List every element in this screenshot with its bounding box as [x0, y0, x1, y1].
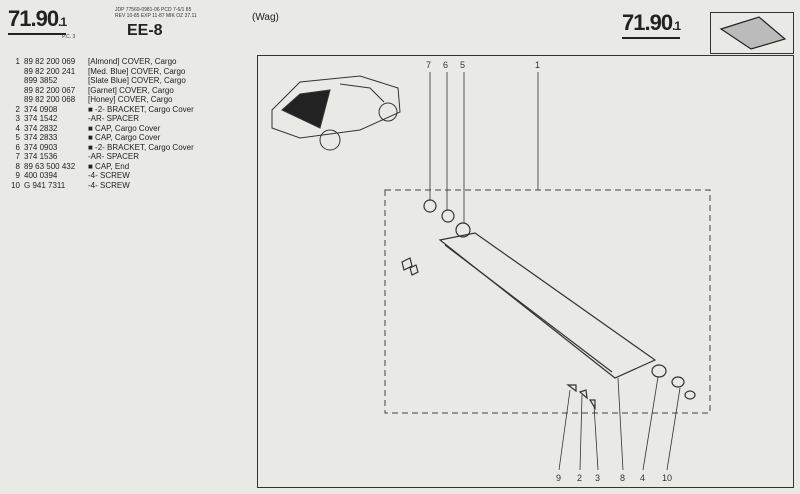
- vehicle-illustration: [271, 75, 401, 151]
- part-description: [Slate Blue] COVER, Cargo: [88, 76, 186, 85]
- right-page-number-text: 71.90: [622, 10, 673, 35]
- parts-row: 8 89 63 500 432 ■ CAP, End: [6, 162, 194, 172]
- part-number: 89 82 200 068: [24, 95, 76, 104]
- item-number: 4: [15, 123, 20, 133]
- part-number: 89 82 200 069: [24, 57, 76, 66]
- parts-row: 89 82 200 241 [Med. Blue] COVER, Cargo: [6, 67, 194, 77]
- part-number: 374 2832: [24, 123, 58, 133]
- part-number: 89 82 200 241: [24, 66, 76, 76]
- item-number: 9: [15, 171, 20, 180]
- parts-row: 89 82 200 068 [Honey] COVER, Cargo: [6, 95, 194, 105]
- parts-row: 9 400 0394 -4- SCREW: [6, 171, 194, 181]
- callout-10: 10: [662, 473, 673, 483]
- part-description: ■ -2- BRACKET, Cargo Cover: [88, 142, 194, 152]
- callout-5: 5: [460, 60, 466, 70]
- page-sub: P.C. 3: [62, 34, 76, 40]
- callout-2: 2: [577, 473, 583, 483]
- item-number: 7: [15, 152, 20, 161]
- parts-row: 1 89 82 200 069 [Almond] COVER, Cargo: [6, 57, 194, 67]
- page-number: 71.90.1: [8, 6, 67, 35]
- callout-7: 7: [426, 60, 432, 70]
- part-description: [Honey] COVER, Cargo: [88, 95, 173, 104]
- part-description: -AR- SPACER: [88, 114, 139, 123]
- part-number: 400 0394: [24, 171, 58, 180]
- callout-1: 1: [535, 60, 541, 70]
- part-number: 899 3852: [24, 76, 58, 85]
- right-page-number: 71.90.1: [622, 10, 681, 39]
- part-number: 374 1542: [24, 114, 58, 123]
- part-number: G 941 7311: [24, 180, 66, 190]
- doc-ref-1: JDP 77569-0981-06 PCD 7-6/1 85: [115, 7, 192, 13]
- diagram-frame: [257, 55, 794, 488]
- callout-9: 9: [556, 473, 562, 483]
- parts-row: 5 374 2833 ■ CAP, Cargo Cover: [6, 133, 194, 143]
- cargo-cover-icon: [719, 16, 787, 50]
- doc-ref-2: REV 10-85 EXP 11-87 MIK OZ 37.11: [115, 13, 197, 19]
- page-number-text: 71.90: [8, 6, 59, 31]
- cargo-cover-thumbnail: [710, 12, 794, 54]
- callout-6: 6: [443, 60, 449, 70]
- part-number: 89 63 500 432: [24, 161, 76, 171]
- parts-row: 6 374 0903 ■ -2- BRACKET, Cargo Cover: [6, 143, 194, 153]
- parts-row: 899 3852 [Slate Blue] COVER, Cargo: [6, 76, 194, 86]
- part-description: ■ CAP, Cargo Cover: [88, 133, 161, 142]
- callout-4: 4: [640, 473, 646, 483]
- parts-row: 4 374 2832 ■ CAP, Cargo Cover: [6, 124, 194, 134]
- parts-row: 2 374 0908 ■ -2- BRACKET, Cargo Cover: [6, 105, 194, 115]
- part-description: [Med. Blue] COVER, Cargo: [88, 66, 186, 76]
- part-description: [Garnet] COVER, Cargo: [88, 85, 174, 95]
- cargo-cover: [401, 199, 696, 411]
- parts-row: 89 82 200 067 [Garnet] COVER, Cargo: [6, 86, 194, 96]
- body-style: (Wag): [252, 12, 279, 23]
- part-description: -4- SCREW: [88, 171, 130, 180]
- parts-row: 7 374 1536 -AR- SPACER: [6, 152, 194, 162]
- part-number: 374 0908: [24, 104, 58, 114]
- item-number: 5: [15, 133, 20, 142]
- item-number: 2: [15, 104, 20, 114]
- callout-8: 8: [620, 473, 626, 483]
- part-number: 374 0903: [24, 142, 58, 152]
- parts-row: 10 G 941 7311 -4- SCREW: [6, 181, 194, 191]
- part-description: [Almond] COVER, Cargo: [88, 57, 177, 66]
- part-number: 89 82 200 067: [24, 85, 76, 95]
- parts-row: 3 374 1542 -AR- SPACER: [6, 114, 194, 124]
- part-description: ■ -2- BRACKET, Cargo Cover: [88, 104, 194, 114]
- item-number: 1: [15, 57, 20, 66]
- part-number: 374 1536: [24, 152, 58, 161]
- item-number: 6: [15, 142, 20, 152]
- part-description: -4- SCREW: [88, 180, 130, 190]
- part-description: ■ CAP, Cargo Cover: [88, 123, 161, 133]
- part-description: ■ CAP, End: [88, 161, 130, 171]
- part-number: 374 2833: [24, 133, 58, 142]
- page-suffix: 1: [60, 15, 67, 29]
- detail-box: [384, 189, 711, 414]
- leader-lines: [429, 72, 681, 471]
- callout-3: 3: [595, 473, 601, 483]
- right-page-suffix: 1: [674, 19, 681, 33]
- item-number: 3: [15, 114, 20, 123]
- part-description: -AR- SPACER: [88, 152, 139, 161]
- item-number: 8: [15, 161, 20, 171]
- section-code: EE-8: [127, 22, 163, 39]
- item-number: 10: [11, 180, 20, 190]
